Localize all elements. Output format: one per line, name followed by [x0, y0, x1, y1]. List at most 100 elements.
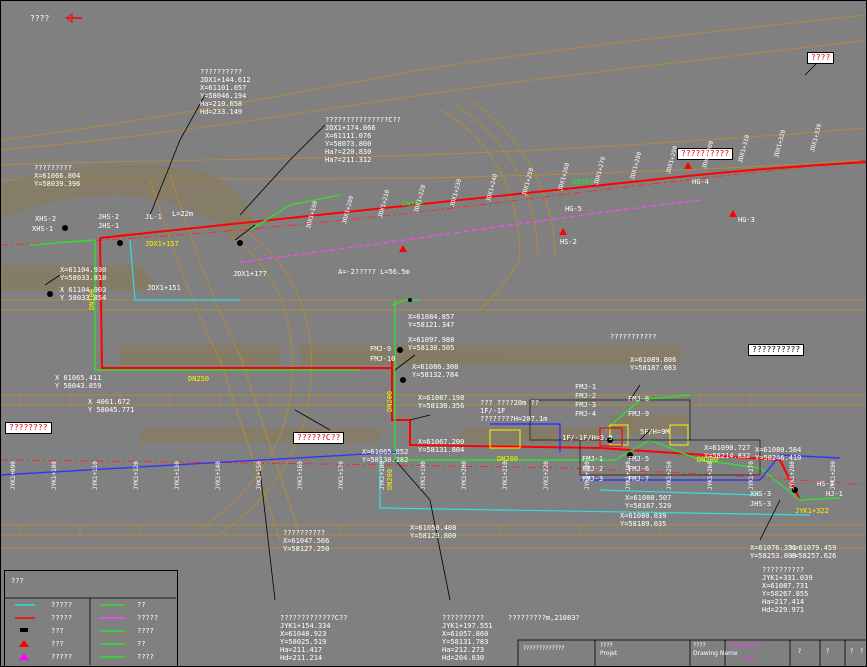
label-jhs2: JHS-2 — [98, 213, 120, 221]
pipe-magenta — [239, 199, 701, 263]
label-box-left-mid[interactable]: ???????? — [5, 422, 52, 434]
label-l22m: L=22m — [172, 210, 194, 218]
pipe-label-dn200-a: DN200 — [386, 390, 394, 412]
label-jhs1: JHS-1 — [98, 222, 120, 230]
label-fmj8: FMJ-8 — [628, 395, 650, 403]
label-fmj7: FMJ-7 — [628, 475, 650, 483]
title-block-drawing-name: Drawing Name — [693, 650, 738, 657]
title-block-red1: ?????????? — [730, 643, 762, 650]
station-bottom-label: JYK1+140 — [215, 461, 222, 490]
pipe-green — [29, 194, 841, 501]
legend-item-4: ????? — [51, 653, 73, 661]
station-bottom-label: JYK1+290 — [830, 461, 837, 490]
junction-box — [599, 427, 623, 447]
station-bottom-label: JYK1+170 — [338, 461, 345, 490]
title-block-grid — [517, 639, 867, 667]
pipe-yellow — [489, 424, 689, 449]
label-hj1: HJ-1 — [826, 490, 843, 498]
title-block-red2: ???? — [742, 656, 755, 663]
label-hs2: HS-2 — [817, 480, 834, 488]
title-block-b: ? — [826, 648, 830, 655]
station-bottom-label: JYK1+160 — [297, 461, 304, 490]
legend-item-2: ??? — [51, 627, 64, 635]
title-block-company: ????????????? — [523, 645, 565, 652]
label-fmj9: FMJ-9 — [370, 345, 392, 353]
legend-title: ??? — [11, 577, 24, 585]
label-hg5: HG-5 — [565, 205, 582, 213]
callout-c27: ??? ????20m ??1F/-1F????????H=207.1m — [480, 399, 548, 423]
callout-c26: ??????????? — [610, 333, 657, 341]
station-bottom-label: JYK1+130 — [174, 461, 181, 490]
label-fmj9b: FMJ-9 — [628, 410, 650, 418]
label-jyk322: JYK1+322 — [795, 507, 829, 515]
valve-symbol-icon — [47, 162, 798, 493]
pipe-blue — [0, 423, 841, 481]
legend-symbols — [15, 604, 125, 660]
pipe-cyan — [129, 239, 811, 516]
label-fmj-1: FMJ-1 — [582, 455, 604, 463]
station-bottom-label: JYK1+220 — [543, 461, 550, 490]
pipe-label-dn100-a: DN100 — [88, 288, 96, 310]
station-bottom-label: JYK1+190 — [420, 461, 427, 490]
station-bottom-label: JYK1+100 — [51, 461, 58, 490]
title-block-project: Projet — [600, 650, 618, 657]
label-1f: 1F/-1F/H=3.9 — [562, 434, 613, 442]
legend-item-5: ?? — [137, 601, 146, 609]
label-fmj1: FMJ-1 — [575, 383, 597, 391]
label-jdx1-177: JDX1+177 — [233, 270, 267, 278]
label-fmj6: FMJ-6 — [628, 465, 650, 473]
pipe-label-dn200-b: DN200 — [386, 468, 394, 490]
label-xhs1: XHS-1 — [32, 225, 54, 233]
label-box-mid-upper[interactable]: ?????????? — [677, 148, 734, 160]
legend-item-9: ???? — [137, 653, 154, 661]
title-block-col1: ???? — [600, 642, 613, 649]
callout-c28: ?????????m,21083? — [508, 614, 580, 622]
label-hg4: HG-4 — [692, 178, 709, 186]
legend-item-3: ??? — [51, 640, 64, 648]
label-hg: HS-2 — [560, 238, 577, 246]
label-box-mid-left[interactable]: ??????C?? — [293, 432, 345, 444]
label-fmj3: FMJ-3 — [575, 401, 597, 409]
legend-item-0: ????? — [51, 601, 73, 609]
label-fmj5: FMJ-5 — [628, 455, 650, 463]
north-arrow-icon — [65, 13, 82, 23]
station-bottom-label: JYK1+150 — [256, 461, 263, 490]
label-xhs3: XHS-3 — [750, 490, 772, 498]
title-block-c: ? — [850, 648, 854, 655]
label-5f: 5F/H=9M — [640, 428, 670, 436]
label-fmj-2: FMJ-2 — [582, 465, 604, 473]
pipe-label-dn200-d: DN200 — [697, 456, 719, 464]
legend-item-6: ????? — [137, 614, 159, 622]
label-box-top-right[interactable]: ???? — [807, 52, 835, 64]
station-bottom-label: JYK1+260 — [707, 461, 714, 490]
label-jdx1-151: JDX1+151 — [147, 284, 181, 292]
pipe-red — [99, 161, 867, 501]
centerline — [0, 159, 867, 486]
label-box-right-mid[interactable]: ?????????? — [748, 344, 805, 356]
station-bottom-label: JYK1+230 — [584, 461, 591, 490]
station-bottom-label: JYK1+110 — [92, 461, 99, 490]
station-bottom-label: JYK1+250 — [666, 461, 673, 490]
